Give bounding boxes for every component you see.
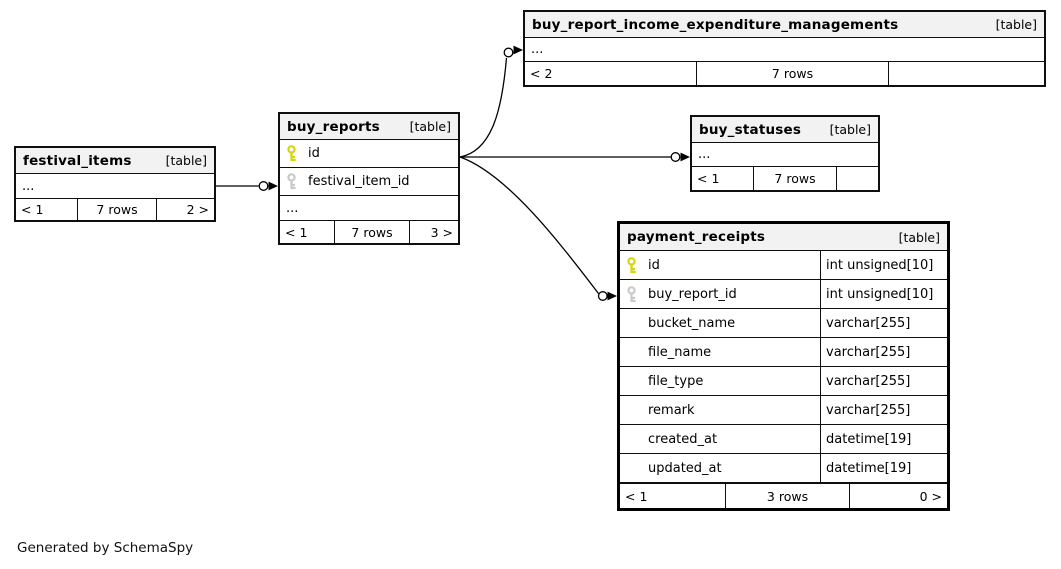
column-name: bucket_name <box>648 315 736 331</box>
entity-buy-report-income-expenditure-managements[interactable]: buy_report_income_expenditure_management… <box>523 10 1046 87</box>
table-name: buy_statuses <box>699 121 802 138</box>
column-name: remark <box>648 402 695 418</box>
column-type: varchar[255] <box>826 344 911 360</box>
generated-by-note: Generated by SchemaSpy <box>17 540 194 556</box>
table-name: buy_reports <box>287 118 380 135</box>
table-name: festival_items <box>23 152 132 169</box>
column-row: file_type varchar[255] <box>620 367 947 396</box>
arrowhead <box>680 152 690 162</box>
table-header[interactable]: festival_items [table] <box>16 148 214 174</box>
column-type: int unsigned[10] <box>826 286 934 302</box>
relationship-buy-reports-payment-receipts <box>459 156 617 301</box>
hidden-columns-row: ... <box>525 38 1044 62</box>
row-count: 3 rows <box>726 484 850 508</box>
ellipsis-text: ... <box>698 147 711 162</box>
column-name: updated_at <box>648 460 722 476</box>
children-count: 0 > <box>919 488 942 504</box>
parents-count: < 1 <box>16 199 78 220</box>
primary-key-icon <box>286 145 308 162</box>
table-name: payment_receipts <box>627 229 766 245</box>
column-row: updated_at datetime[19] <box>620 454 947 483</box>
column-row: remark varchar[255] <box>620 396 947 425</box>
column-name: id <box>648 257 660 273</box>
hidden-columns-row: ... <box>692 143 878 167</box>
column-row: id int unsigned[10] <box>620 251 947 280</box>
entity-buy-statuses[interactable]: buy_statuses [table] ... < 1 7 rows <box>690 115 880 192</box>
column-type: datetime[19] <box>826 460 912 476</box>
table-type-label: [table] <box>829 122 871 137</box>
arrowhead <box>607 291 617 301</box>
column-row: file_name varchar[255] <box>620 338 947 367</box>
cardinality-circle <box>670 152 681 162</box>
column-name: buy_report_id <box>648 286 737 302</box>
column-name: file_name <box>648 344 712 360</box>
column-type: varchar[255] <box>826 373 911 389</box>
row-count: 7 rows <box>697 62 889 85</box>
ellipsis-text: ... <box>531 42 544 57</box>
table-header[interactable]: buy_reports [table] <box>280 114 458 140</box>
column-type: int unsigned[10] <box>826 257 934 273</box>
row-count: 7 rows <box>754 167 837 190</box>
children-count: 2 > <box>186 202 209 217</box>
table-header[interactable]: buy_report_income_expenditure_management… <box>525 12 1044 38</box>
arrowhead <box>513 45 523 55</box>
column-row: id <box>280 140 458 168</box>
relationship-buy-reports-briem <box>459 45 523 158</box>
entity-festival-items[interactable]: festival_items [table] ... < 1 7 rows 2 … <box>14 146 216 222</box>
cardinality-circle <box>258 181 269 191</box>
foreign-key-icon <box>626 285 648 303</box>
entity-payment-receipts[interactable]: payment_receipts [table] id int unsigned… <box>617 221 950 511</box>
table-type-label: [table] <box>995 17 1037 32</box>
column-row: created_at datetime[19] <box>620 425 947 454</box>
table-type-label: [table] <box>409 119 451 134</box>
parents-count: < 2 <box>525 62 697 85</box>
column-name: id <box>308 146 320 161</box>
children-count <box>837 167 878 190</box>
table-type-label: [table] <box>165 153 207 168</box>
column-row: bucket_name varchar[255] <box>620 309 947 338</box>
hidden-columns-row: ... <box>280 196 458 221</box>
ellipsis-text: ... <box>22 178 35 194</box>
row-count: 7 rows <box>78 199 157 220</box>
table-name: buy_report_income_expenditure_management… <box>532 16 899 33</box>
arrowhead <box>268 181 278 191</box>
column-type: varchar[255] <box>826 315 911 331</box>
foreign-key-icon <box>286 173 308 190</box>
column-row: festival_item_id <box>280 168 458 196</box>
column-type: varchar[255] <box>826 402 911 418</box>
column-name: file_type <box>648 373 704 389</box>
table-header[interactable]: buy_statuses [table] <box>692 117 878 143</box>
column-name: festival_item_id <box>308 174 410 189</box>
row-count: 7 rows <box>335 221 410 243</box>
children-count: 3 > <box>430 224 453 240</box>
table-header[interactable]: payment_receipts [table] <box>620 224 947 251</box>
table-type-label: [table] <box>898 229 940 245</box>
cardinality-circle <box>597 291 608 301</box>
cardinality-circle <box>503 47 514 58</box>
column-name: created_at <box>648 431 718 447</box>
relationship-festival-items-buy-reports <box>216 181 278 191</box>
ellipsis-text: ... <box>286 200 299 216</box>
column-type: datetime[19] <box>826 431 912 447</box>
parents-count: < 1 <box>620 484 726 508</box>
column-row: buy_report_id int unsigned[10] <box>620 280 947 309</box>
relationship-buy-reports-buy-statuses <box>460 152 690 162</box>
children-count <box>889 62 1044 85</box>
parents-count: < 1 <box>692 167 754 190</box>
primary-key-icon <box>626 256 648 274</box>
hidden-columns-row: ... <box>16 174 214 199</box>
parents-count: < 1 <box>280 221 335 243</box>
entity-buy-reports[interactable]: buy_reports [table] id festival_item_id <box>278 112 460 245</box>
